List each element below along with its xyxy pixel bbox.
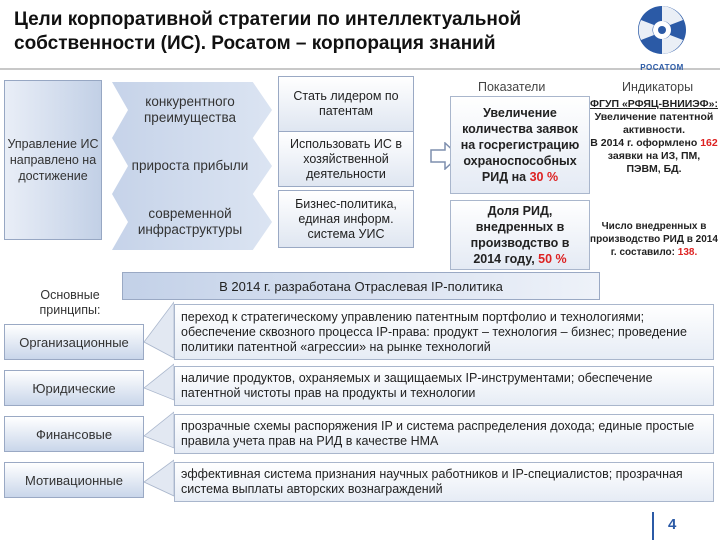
principle-desc-financial: прозрачные схемы распоряжения IP и систе… — [174, 414, 714, 454]
principle-legal: Юридические — [4, 370, 144, 406]
principle-desc-text: эффективная система признания научных ра… — [181, 467, 683, 496]
principle-label: Мотивационные — [25, 472, 123, 488]
banner-text: В 2014 г. разработана Отраслевая IP-поли… — [219, 278, 503, 294]
indicator-applications-text: Увеличение количества заявок на госрегис… — [460, 106, 580, 184]
ip-policy-banner: В 2014 г. разработана Отраслевая IP-поли… — [122, 272, 600, 300]
goal-label: Бизнес-политика, единая информ. система … — [295, 196, 397, 241]
goal-business-policy: Бизнес-политика, единая информ. система … — [278, 190, 414, 248]
title-divider — [0, 68, 720, 70]
principle-motivational: Мотивационные — [4, 462, 144, 498]
chevron-label: прироста прибыли — [131, 158, 249, 173]
connector-organizational — [144, 301, 174, 359]
principle-desc-organizational: переход к стратегическому управлению пат… — [174, 304, 714, 360]
connector-financial — [144, 411, 174, 449]
chevron-label: конкурентного преимущества — [144, 94, 236, 125]
goal-patent-leader: Стать лидером по патентам — [278, 76, 414, 132]
metric-detail: В 2014 г. оформлено 162 заявки на ИЗ, ПМ… — [590, 137, 718, 175]
principle-label: Организационные — [19, 334, 129, 350]
chevron-profit: прироста прибыли — [112, 138, 272, 194]
page-title: Цели корпоративной стратегии по интеллек… — [14, 9, 522, 54]
principle-desc-text: наличие продуктов, охраняемых и защищаем… — [181, 371, 653, 400]
principle-financial: Финансовые — [4, 416, 144, 452]
goal-label: Стать лидером по патентам — [293, 89, 399, 118]
principle-label: Юридические — [32, 380, 116, 396]
indicator-applications: Увеличение количества заявок на госрегис… — [450, 96, 590, 194]
page-number: 4 — [668, 516, 677, 533]
principle-desc-text: прозрачные схемы распоряжения IP и систе… — [181, 419, 695, 448]
management-goal-text: Управление ИС направлено на достижение — [7, 137, 99, 183]
chevron-infrastructure: современной инфраструктуры — [112, 194, 272, 250]
principle-desc-text: переход к стратегическому управлению пат… — [181, 309, 687, 354]
indicator-implementation-text: Доля РИД, внедренных в производство в 20… — [470, 204, 570, 266]
rosatom-logo: РОСАТОМ — [626, 4, 698, 74]
management-goal-box: Управление ИС направлено на достижение — [4, 80, 102, 240]
chevron-label: современной инфраструктуры — [137, 206, 243, 237]
indicator-implementation: Доля РИД, внедренных в производство в 20… — [450, 200, 590, 270]
logo-caption: РОСАТОМ — [640, 63, 684, 72]
metric-org: ФГУП «РФЯЦ-ВНИИЭФ»: — [590, 98, 718, 110]
rosatom-logo-icon — [638, 6, 686, 54]
page-number-divider — [652, 512, 654, 540]
goal-use-ip: Использовать ИС в хозяйственной деятельн… — [278, 131, 414, 187]
principle-desc-motivational: эффективная система признания научных ра… — [174, 462, 714, 502]
connector-motivational — [144, 459, 174, 497]
principles-label: Основные принципы: — [39, 288, 101, 317]
column-header-indicators: Показатели — [478, 80, 546, 94]
chevron-competitive: конкурентного преимущества — [112, 82, 272, 138]
principle-desc-legal: наличие продуктов, охраняемых и защищаем… — [174, 366, 714, 406]
metric-line: Увеличение патентной активности. — [594, 111, 714, 136]
column-header-metrics: Индикаторы — [622, 80, 694, 94]
principle-organizational: Организационные — [4, 324, 144, 360]
principle-label: Финансовые — [35, 426, 113, 442]
connector-legal — [144, 363, 174, 401]
metric-vniief: ФГУП «РФЯЦ-ВНИИЭФ»: Увеличение патентной… — [590, 98, 718, 176]
goal-label: Использовать ИС в хозяйственной деятельн… — [289, 136, 403, 181]
metric-implemented: Число внедренных в производство РИД в 20… — [590, 221, 718, 258]
